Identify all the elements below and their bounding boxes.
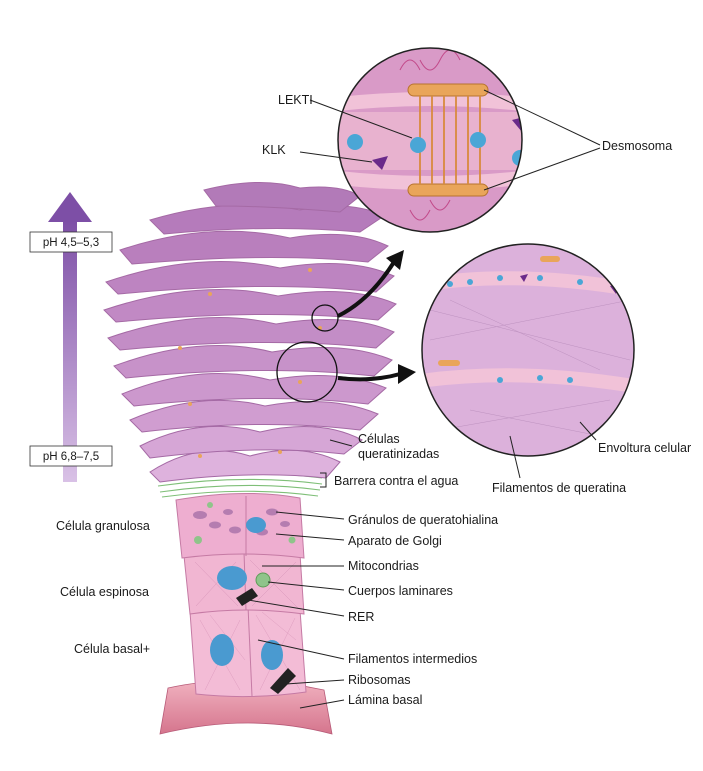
label-rer: RER (348, 610, 374, 624)
basal-cell-layer (189, 604, 307, 698)
label-celulas-queratinizadas-1: Células (358, 432, 400, 446)
spinous-cell-layer (183, 548, 305, 615)
magnify-circle-large (276, 341, 338, 403)
label-celulas-queratinizadas-2: queratinizadas (358, 447, 439, 461)
label-granulos-queratohialina: Gránulos de queratohialina (348, 513, 498, 527)
label-aparato-golgi: Aparato de Golgi (348, 534, 442, 548)
label-klk: KLK (262, 143, 286, 157)
label-desmosoma: Desmosoma (602, 139, 672, 153)
spinous-nucleus (217, 566, 247, 590)
basal-nucleus-right (261, 640, 283, 670)
label-mitocondrias: Mitocondrias (348, 559, 419, 573)
ribosome-rer-dark (270, 668, 296, 694)
label-filamentos-queratina: Filamentos de queratina (492, 481, 626, 495)
klk-enzymes (347, 132, 522, 166)
zoom-arrow-top (337, 250, 404, 318)
keratohyalin-granules (193, 508, 290, 536)
zoom-arrow-bottom (337, 364, 416, 384)
lamellar-body (255, 572, 271, 588)
label-envoltura-celular: Envoltura celular (598, 441, 691, 455)
label-filamentos-intermedios: Filamentos intermedios (348, 652, 477, 666)
label-lekti: LEKTI (278, 93, 313, 107)
zoom-circle-envelope (422, 244, 634, 456)
ph-top-box: pH 4,5–5,3 (29, 231, 113, 253)
label-cuerpos-laminares: Cuerpos laminares (348, 584, 453, 598)
granular-cell-layer (175, 492, 305, 559)
ph-bottom-label: pH 6,8–7,5 (43, 451, 99, 463)
ph-gradient-arrow (48, 192, 92, 482)
ph-top-label: pH 4,5–5,3 (43, 237, 99, 249)
granular-nucleus (246, 517, 266, 533)
corneum-desmosome-dots (178, 268, 322, 458)
leader-lines (247, 89, 601, 709)
ph-bottom-box: pH 6,8–7,5 (29, 445, 113, 467)
label-lamina-basal: Lámina basal (348, 693, 422, 707)
rer-dark (236, 588, 258, 606)
basal-nucleus-left (210, 634, 234, 666)
magnify-circle-small (311, 304, 339, 332)
label-barrera-agua: Barrera contra el agua (334, 474, 458, 488)
label-celula-granulosa: Célula granulosa (56, 519, 150, 533)
label-celula-espinosa: Célula espinosa (60, 585, 149, 599)
label-celula-basal: Célula basal+ (74, 642, 150, 656)
stratum-corneum (103, 182, 397, 483)
label-ribosomas: Ribosomas (348, 673, 411, 687)
